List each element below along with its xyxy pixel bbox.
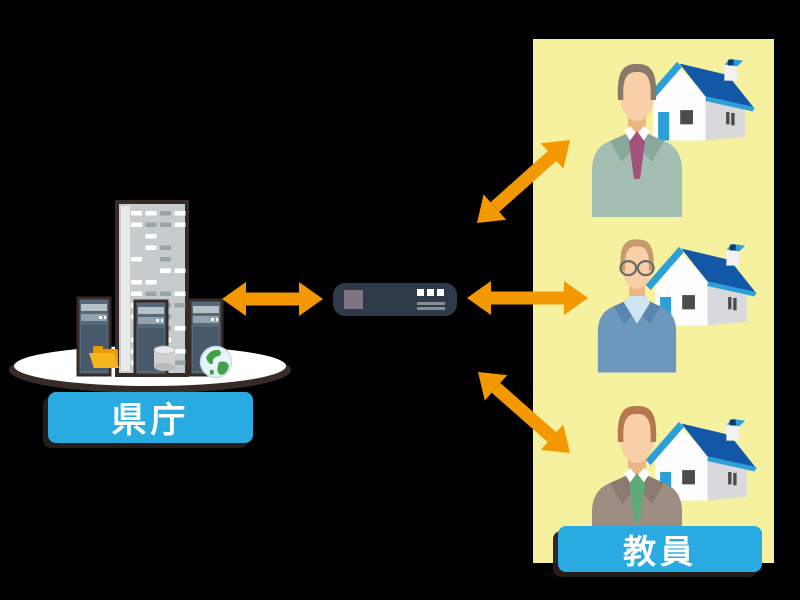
router-led [417,289,424,296]
chimney [726,243,746,266]
chimney [724,58,744,81]
globe-icon [199,345,233,379]
person-icon [592,64,682,217]
router-port-square [344,290,363,309]
teachers-label-text: 教員 [623,533,697,570]
person-icon [597,239,677,373]
router-vent-line [417,302,445,305]
teacher-home-unit-1 [545,55,765,235]
folder-icon [89,346,119,368]
router-vent-line [417,307,445,310]
router-led [437,289,444,296]
prefecture-server-complex [9,200,291,393]
house-icon [643,58,755,141]
router-led [427,289,434,296]
chimney [726,418,746,441]
teachers-label: 教員 [558,526,762,572]
prefecture-label-text: 県庁 [111,401,190,440]
database-icon [153,345,176,371]
glasses-icon [619,260,655,277]
teacher-home-unit-2 [545,232,765,412]
router-device [333,283,457,316]
prefecture-label: 県庁 [48,392,253,443]
house-icon [645,243,757,326]
